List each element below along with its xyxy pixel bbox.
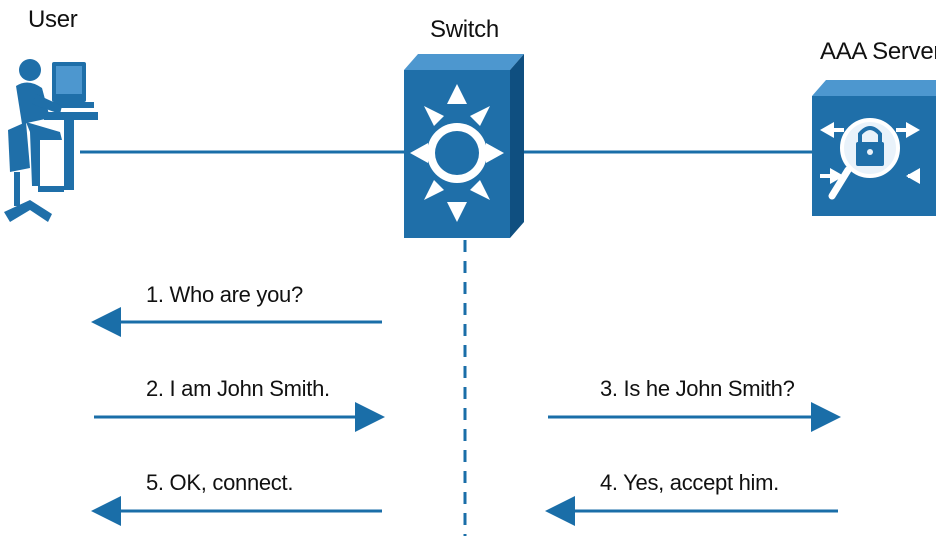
message-label-2: 2. I am John Smith. bbox=[146, 376, 330, 401]
message-label-3: 3. Is he John Smith? bbox=[600, 376, 795, 401]
message-label-5: 5. OK, connect. bbox=[146, 470, 294, 495]
user-label: User bbox=[28, 6, 78, 33]
aaa-server-padlock-icon bbox=[812, 80, 936, 216]
aaa-server-label: AAA Server bbox=[820, 38, 936, 65]
switch-label: Switch bbox=[430, 16, 499, 43]
message-label-1: 1. Who are you? bbox=[146, 282, 303, 307]
message-label-4: 4. Yes, accept him. bbox=[600, 470, 779, 495]
user-at-workstation-icon bbox=[4, 59, 98, 222]
multilayer-switch-icon bbox=[404, 54, 524, 238]
